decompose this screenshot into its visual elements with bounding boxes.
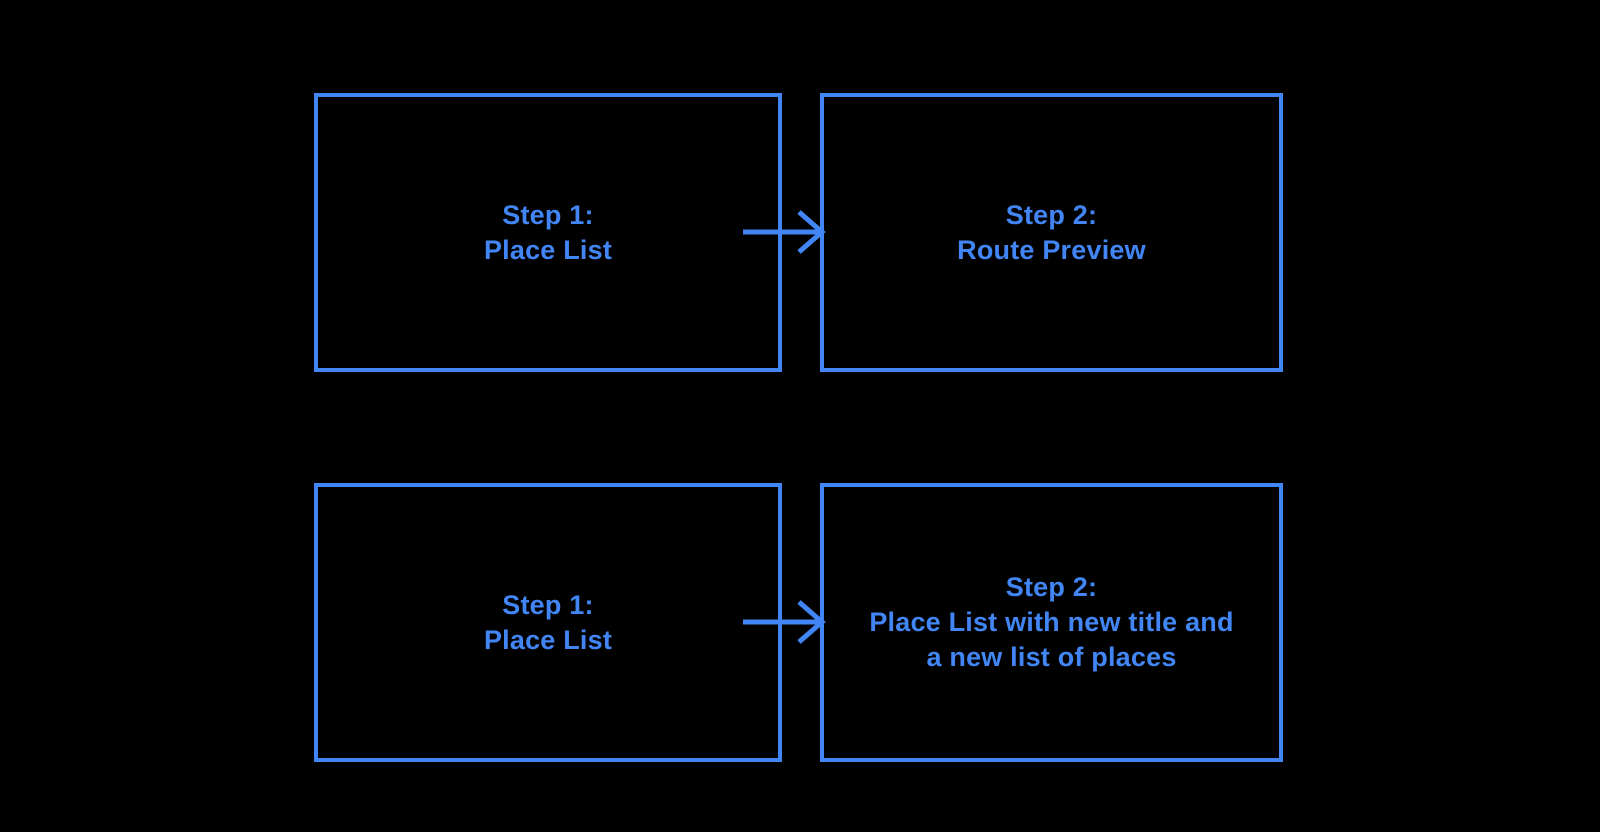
box-step2-new-place-list: Step 2: Place List with new title and a … [820, 483, 1283, 762]
box-step1-place-list-row2: Step 1: Place List [314, 483, 782, 762]
box-step2-route-preview: Step 2: Route Preview [820, 93, 1283, 372]
arrow-right-icon [743, 600, 826, 644]
step-label: Step 2: Place List with new title and a … [869, 572, 1234, 672]
box-step1-place-list-row1: Step 1: Place List [314, 93, 782, 372]
step-label: Step 1: Place List [483, 199, 613, 265]
step-label: Step 2: Route Preview [957, 199, 1146, 265]
step-label: Step 1: Place List [483, 589, 613, 655]
arrow-right-icon [743, 210, 826, 254]
